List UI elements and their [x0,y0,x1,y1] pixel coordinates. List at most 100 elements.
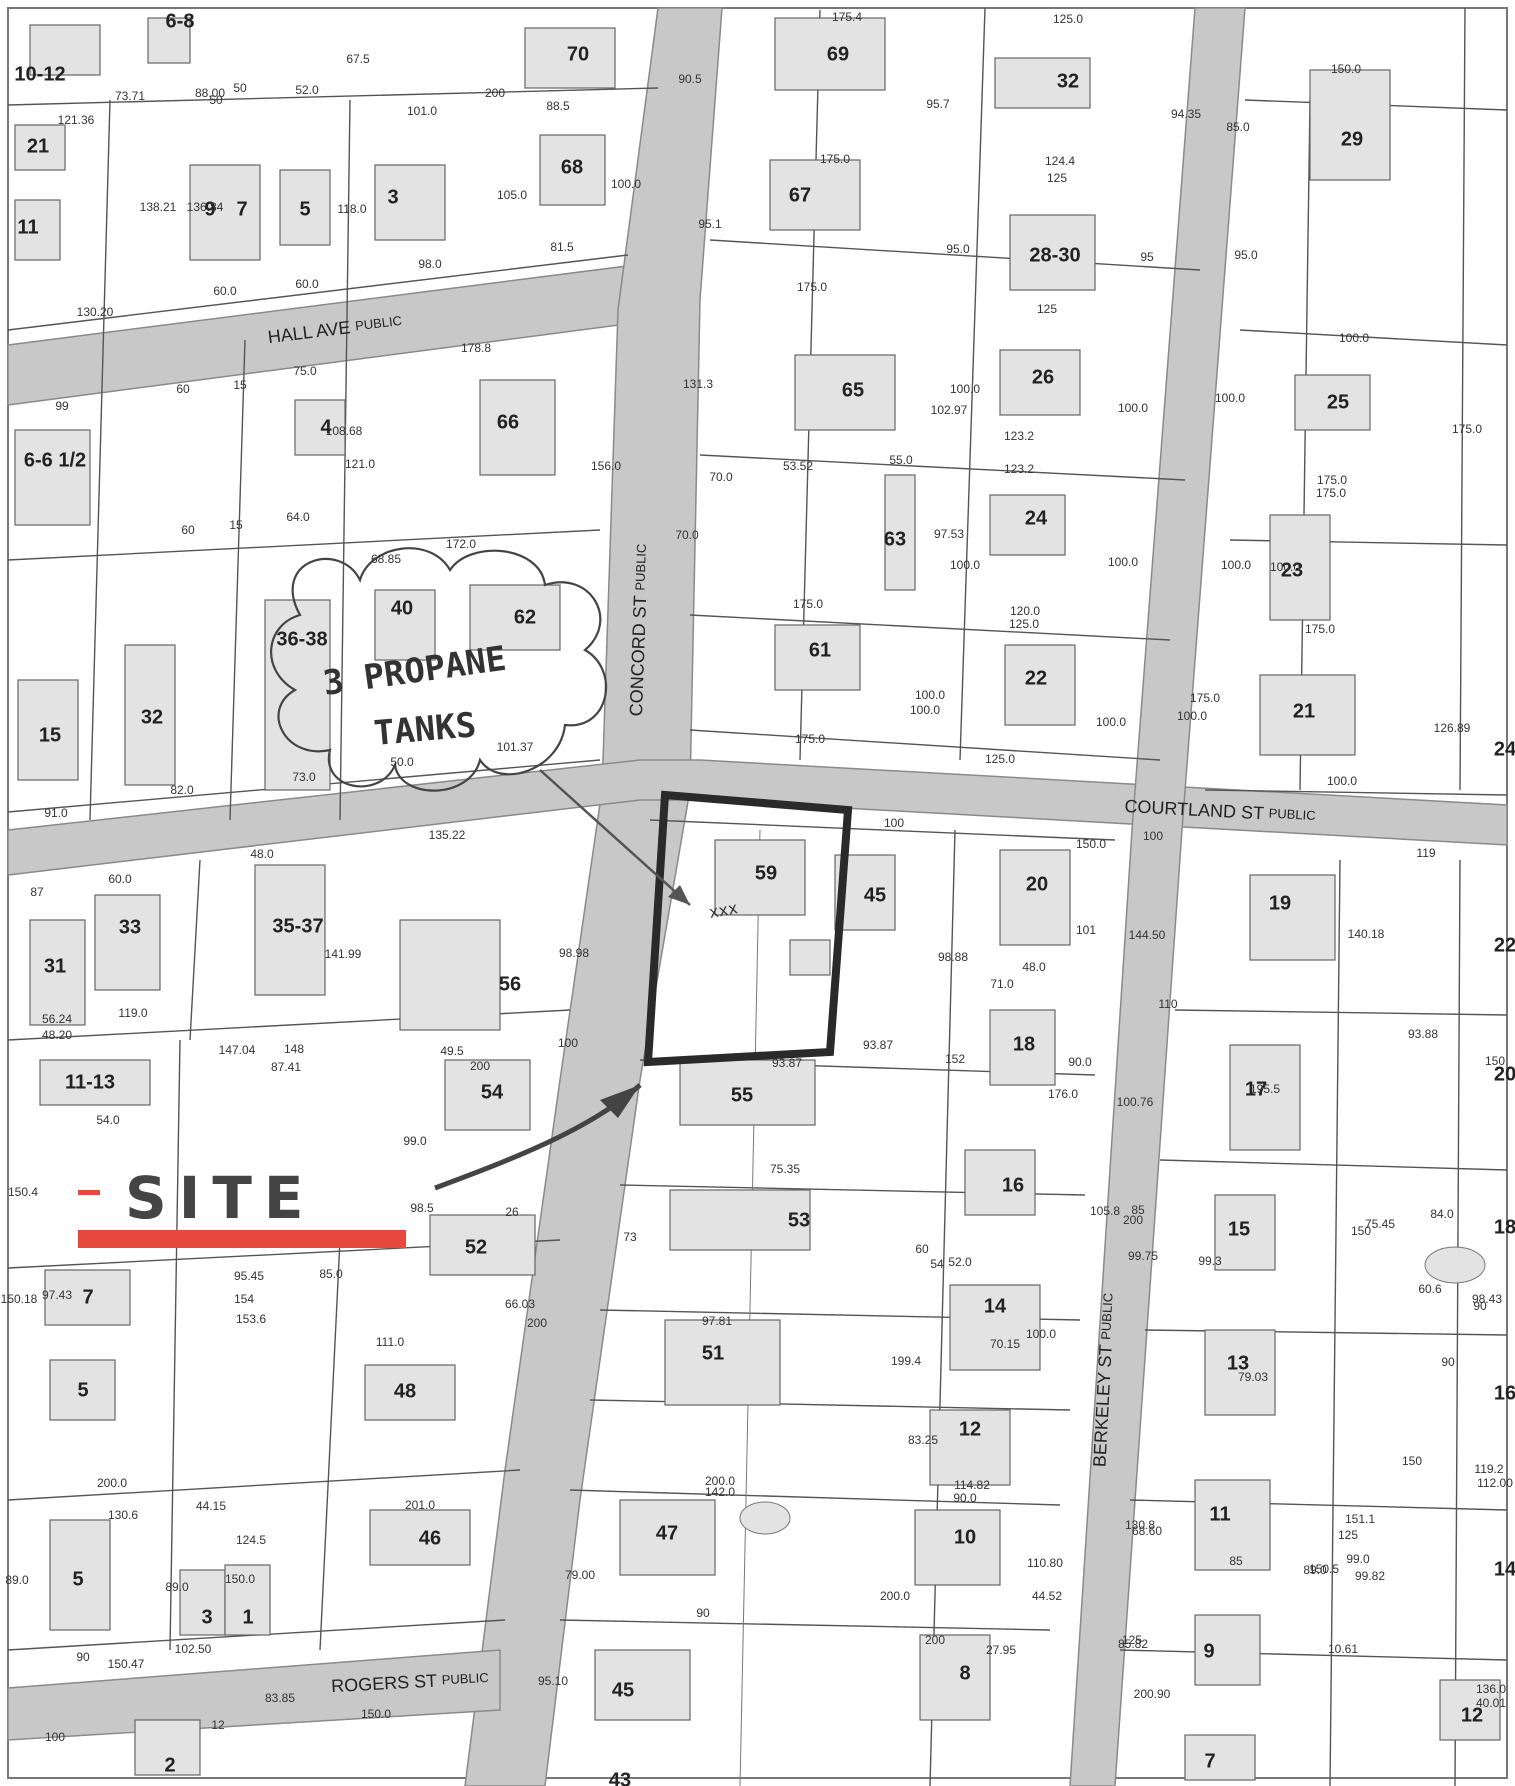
lot-number: 7 [1204,1750,1215,1772]
lot-number: 3 [201,1606,212,1628]
lot-dimension: 90 [1441,1355,1455,1369]
lot-dimension: 121.36 [58,113,95,127]
lot-number: 52 [465,1236,487,1258]
building [1194,1614,1261,1686]
building [14,199,61,261]
lot-dimension: 156.0 [591,459,621,473]
lot-dimension: 10.61 [1328,1642,1358,1656]
lot-dimension: 130.6 [108,1508,138,1522]
lot-dimension: 50.0 [390,755,414,769]
lot-dimension: 56.24 [42,1012,72,1026]
lot-dimension: 26 [505,1205,519,1219]
lot-dimension: 75.35 [770,1162,800,1176]
lot-dimension: 27.95 [986,1643,1016,1657]
lot-dimension: 125 [1037,302,1057,316]
building [1229,1044,1301,1151]
lot-number: 65 [842,379,864,401]
lot-dimension: 68.85 [371,552,401,566]
building [254,864,326,996]
lot-dimension: 60.0 [213,284,237,298]
lot-number: 7 [82,1286,93,1308]
lot-dimension: 200 [1123,1213,1143,1227]
lot-number: 45 [612,1679,634,1701]
lot-dimension: 175.0 [1317,473,1347,487]
lot-dimension: 119.0 [118,1006,147,1020]
lot-number: 31 [44,955,66,977]
building [14,124,66,171]
lot-number: 70 [567,43,589,65]
lot-dimension: 125.0 [1009,617,1039,631]
building [949,1284,1041,1371]
lot-dimension: 100 [1143,829,1163,843]
lot-dimension: 148 [284,1042,304,1056]
building [29,24,101,76]
building [124,644,176,786]
lot-dimension: 150.4 [8,1185,38,1199]
lot-dimension: 89.0 [5,1573,29,1587]
building [374,589,436,661]
lot-dimension: 119.2 [1474,1462,1503,1476]
lot-dimension: 178.8 [461,341,491,355]
lot-dimension: 112.00 [1477,1476,1513,1490]
lot-number: 25 [1327,391,1349,413]
lot-number: 67 [789,184,811,206]
lot-dimension: 97.43 [42,1288,72,1302]
lot-number: 18 [1494,1216,1515,1238]
lot-dimension: 15 [229,518,243,532]
lot-dimension: 175.0 [795,732,825,746]
lot-dimension: 15 [233,378,247,392]
lot-dimension: 200.0 [880,1589,910,1603]
lot-dimension: 87 [30,885,44,899]
lot-dimension: 200 [527,1316,547,1330]
building [994,57,1091,109]
lot-number: 56 [499,973,521,995]
building [1004,644,1076,726]
building [1184,1734,1256,1781]
road-rogers-st [7,1649,501,1741]
annotation-site: SITE [125,1164,316,1232]
lot-dimension: 150.0 [1076,837,1106,851]
lot-dimension: 101 [1076,923,1096,937]
lot-number: 12 [959,1418,981,1440]
lot-dimension: 110.80 [1027,1556,1063,1570]
lot-dimension: 125 [1122,1633,1142,1647]
annotation-propane-line2: TANKS [372,705,477,754]
lot-dimension: 125.0 [985,752,1015,766]
lot-dimension: 108.68 [326,424,363,438]
building [294,399,346,456]
lot-dimension: 125 [1338,1528,1358,1542]
lot-dimension: 70.0 [675,528,699,542]
building [794,354,896,431]
building [374,164,446,241]
lot-dimension: 100.0 [1096,715,1126,729]
building [1204,1329,1276,1416]
lot-dimension: 147.04 [219,1043,256,1057]
building [774,624,861,691]
lot-dimension: 175.0 [797,280,827,294]
lot-dimension: 81.5 [550,240,574,254]
lot-dimension: 97.53 [934,527,964,541]
lot-dimension: 88.5 [546,99,570,113]
building [429,1214,536,1276]
lot-dimension: 98.88 [938,950,968,964]
building [669,1189,811,1251]
lot-dimension: 99.0 [1346,1552,1370,1566]
building [714,839,806,916]
lot-dimension: 64.0 [286,510,310,524]
propane-cloud [270,547,608,792]
lot-dimension: 99.75 [1128,1249,1158,1263]
pool [1424,1246,1486,1284]
lot-dimension: 100.0 [1327,774,1357,788]
lot-number: 7 [236,198,247,220]
lot-dimension: 84.0 [1430,1207,1454,1221]
buildings [14,17,1501,1781]
lot-dimension: 140.18 [1348,927,1385,941]
lot-dimension: 85.82 [1118,1637,1148,1651]
lot-dimension: 99.3 [1198,1254,1222,1268]
lot-dimension: 150.18 [1,1292,38,1306]
lot-dimension: 95.0 [946,242,970,256]
lot-dimension: 87.41 [271,1060,301,1074]
building [769,159,861,231]
building [49,1359,116,1421]
lot-number: 17 [1245,1078,1267,1100]
